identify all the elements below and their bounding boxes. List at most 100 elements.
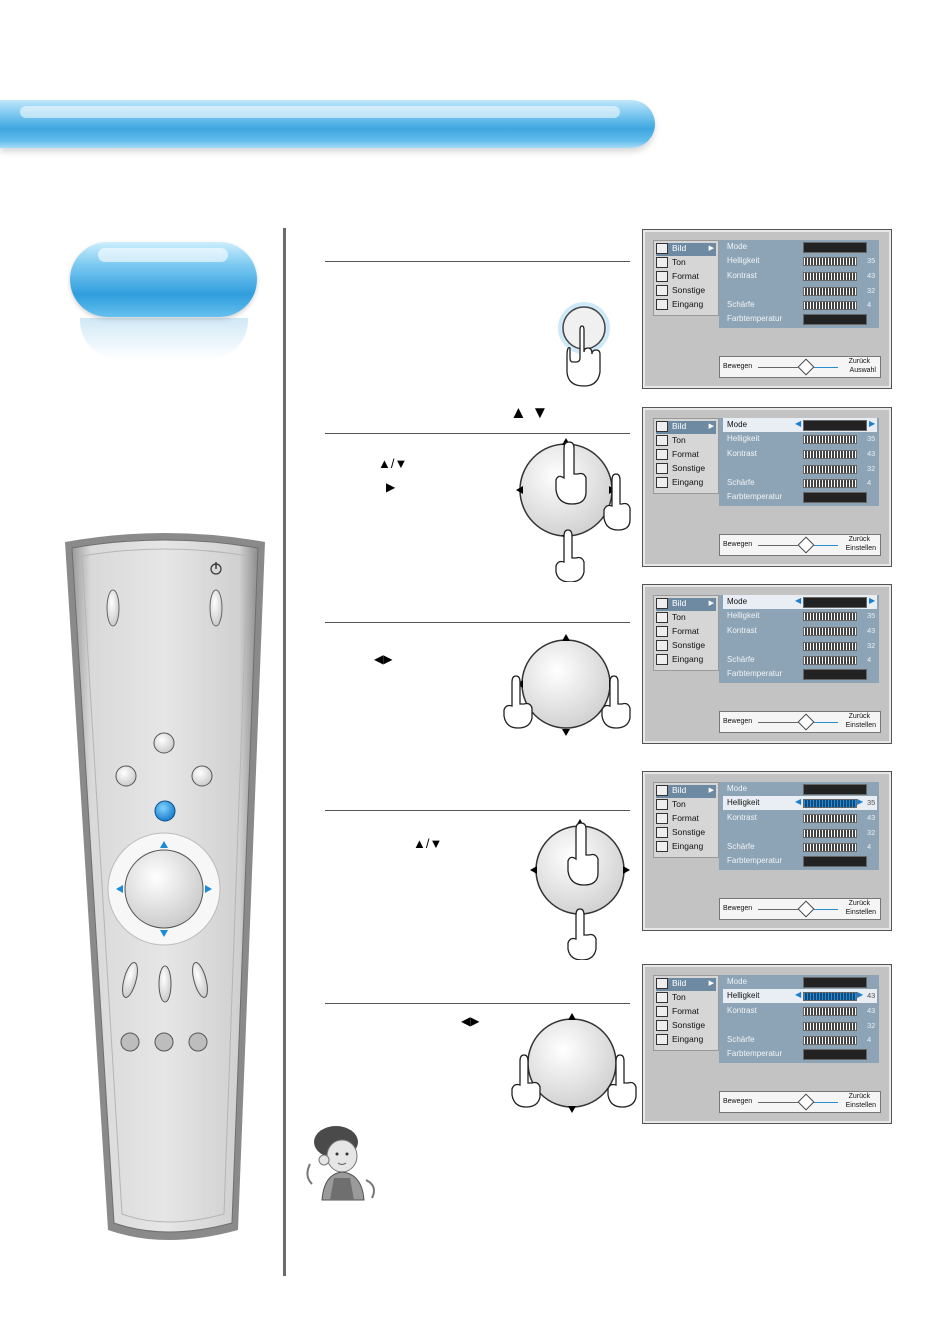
osd-row-farbtemperatur: Farbtemperatur — [723, 490, 877, 504]
step-2-right-arrow: ▶ — [386, 480, 396, 494]
osd-menu-item-sonstige: Sonstige — [656, 640, 716, 653]
side-pill-reflection — [80, 318, 248, 360]
section-pill-shine — [98, 248, 228, 262]
sound-icon — [656, 257, 668, 269]
osd-menu-item-sonstige: Sonstige — [656, 285, 716, 298]
input-icon — [656, 477, 668, 489]
osd-menu-item-ton: Ton — [656, 612, 716, 625]
input-icon — [656, 654, 668, 666]
osd-menu-item-sonstige: Sonstige — [656, 827, 716, 840]
osd-menu-item-eingang: Eingang — [656, 841, 716, 854]
settings-icon — [656, 463, 668, 475]
settings-icon — [656, 1020, 668, 1032]
step-4-rule — [325, 810, 630, 811]
osd-menu-item-eingang: Eingang — [656, 654, 716, 667]
format-icon — [656, 1006, 668, 1018]
osd-left-menu: Bild▶ Ton Format Sonstige Eingang — [653, 975, 719, 1051]
sound-icon — [656, 612, 668, 624]
osd-row-unlabeled: 32 — [723, 462, 877, 476]
osd-screen-5: Bild▶ Ton Format Sonstige Eingang Mode H… — [642, 964, 892, 1124]
step-2-header-arrows: ▲ ▼ — [510, 403, 549, 422]
osd-left-menu: Bild▶ Ton Format Sonstige Eingang — [653, 782, 719, 858]
sound-icon — [656, 992, 668, 1004]
osd-screen-4: Bild▶ Ton Format Sonstige Eingang Mode H… — [642, 771, 892, 931]
osd-menu-item-bild: Bild▶ — [656, 421, 716, 434]
osd-row-mode: Mode — [723, 975, 877, 989]
osd-menu-item-format: Format — [656, 271, 716, 284]
hand-icon — [607, 1054, 637, 1108]
picture-icon — [656, 978, 668, 990]
osd-screen-1: Bild▶ Ton Format Sonstige Eingang Mode H… — [642, 229, 892, 389]
osd-screen-3: Bild▶ Ton Format Sonstige Eingang Mode◀▶… — [642, 584, 892, 744]
osd-row-mode: Mode◀▶ — [723, 595, 877, 609]
hand-icon — [555, 441, 587, 505]
input-icon — [656, 841, 668, 853]
settings-icon — [656, 285, 668, 297]
input-icon — [656, 299, 668, 311]
menu-button-press-illustration — [558, 302, 610, 387]
osd-menu-item-format: Format — [656, 626, 716, 639]
picture-icon — [656, 598, 668, 610]
osd-row-mode: Mode◀▶ — [723, 418, 877, 432]
nav-dial-updown-right-illustration — [516, 438, 631, 582]
osd-menu-item-bild: Bild▶ — [656, 598, 716, 611]
osd-row-helligkeit: Helligkeit◀▶43 — [723, 989, 877, 1003]
hand-icon — [511, 1054, 541, 1108]
osd-menu-item-sonstige: Sonstige — [656, 463, 716, 476]
osd-menu-item-bild: Bild▶ — [656, 978, 716, 991]
input-icon — [656, 1034, 668, 1046]
hand-icon — [567, 822, 599, 886]
nav-dial-updown-illustration — [530, 819, 630, 960]
osd-menu-item-format: Format — [656, 813, 716, 826]
step-3-rule — [325, 622, 630, 623]
osd-menu-item-ton: Ton — [656, 992, 716, 1005]
picture-icon — [656, 243, 668, 255]
picture-icon — [656, 785, 668, 797]
format-icon — [656, 813, 668, 825]
hand-icon — [555, 529, 585, 582]
nav-dial-leftright-illustration-2 — [511, 1013, 637, 1113]
osd-menu-item-sonstige: Sonstige — [656, 1020, 716, 1033]
osd-row-unlabeled: 32 — [723, 1019, 877, 1033]
sound-icon — [656, 435, 668, 447]
osd-row-farbtemperatur: Farbtemperatur — [723, 1047, 877, 1061]
step-5-leftright-arrows: ◀▶ — [461, 1014, 480, 1028]
picture-icon — [656, 421, 668, 433]
osd-menu-item-eingang: Eingang — [656, 1034, 716, 1047]
hand-icon — [503, 675, 533, 729]
osd-row-unlabeled: 32 — [723, 284, 877, 298]
osd-menu-item-format: Format — [656, 1006, 716, 1019]
osd-row-unlabeled: 32 — [723, 826, 877, 840]
osd-left-menu: Bild▶ Ton Format Sonstige Eingang — [653, 418, 719, 494]
osd-menu-item-bild: Bild▶ — [656, 785, 716, 798]
step-5-rule — [325, 1003, 630, 1004]
mascot-illustration — [306, 1126, 375, 1201]
remote-control-illustration — [65, 533, 265, 1240]
osd-row-farbtemperatur: Farbtemperatur — [723, 854, 877, 868]
format-icon — [656, 449, 668, 461]
osd-menu-item-eingang: Eingang — [656, 299, 716, 312]
step-4-updown-arrows: ▲/▼ — [413, 836, 443, 851]
osd-row-mode: Mode — [723, 240, 877, 254]
step-2-updown-arrows: ▲/▼ — [378, 456, 408, 471]
step-2-rule — [325, 433, 630, 434]
header-banner-shine — [20, 106, 620, 118]
osd-screen-2: Bild▶ Ton Format Sonstige Eingang Mode◀▶… — [642, 407, 892, 567]
